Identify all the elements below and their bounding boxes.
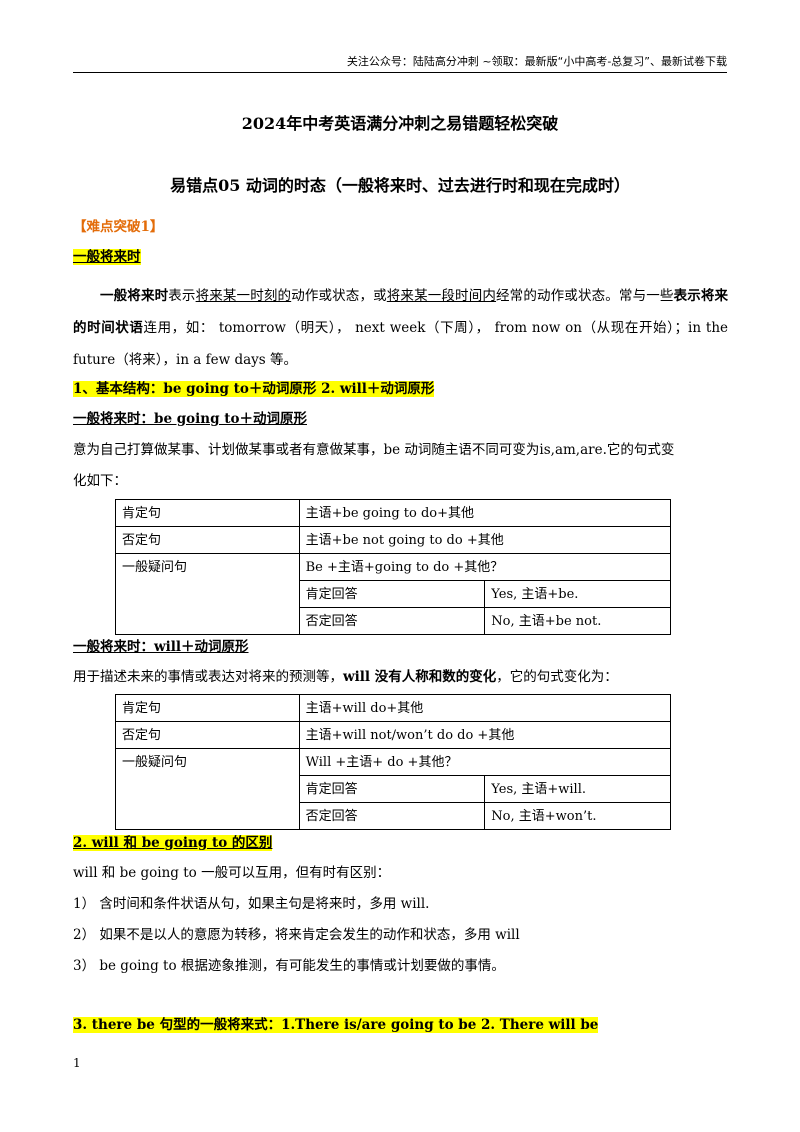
intro-term-2: 表示将来的时间状语 (73, 288, 729, 336)
answer-value: No, 主语+won’t. (484, 802, 671, 830)
row-label: 否定句 (115, 526, 300, 554)
diff-line-2: 2） 如果不是以人的意愿为转移，将来肯定会发生的动作和状态，多用 will (73, 927, 520, 943)
will-desc: 用于描述未来的事情或表达对将来的预测等，will 没有人称和数的变化，它的句式变… (73, 668, 728, 686)
answer-label: 肯定回答 (298, 775, 486, 803)
row-label: 一般疑问句 (115, 553, 300, 635)
row-label: 肯定句 (115, 694, 300, 722)
will-desc-b: will 没有人称和数的变化 (343, 669, 497, 685)
doc-title: 2024年中考英语满分冲刺之易错题轻松突破 (241, 114, 559, 133)
table-row: 否定回答 No, 主语+be not. (116, 607, 671, 635)
going-to-heading: 一般将来时：be going to＋动词原形 (73, 410, 728, 428)
table-row: 一般疑问句 Will +主语+ do +其他？ (115, 748, 672, 830)
row-value: 主语+be not going to do +其他 (298, 526, 672, 554)
diff-line-3: 3） be going to 根据迹象推测，有可能发生的事情或计划要做的事情。 (73, 958, 505, 974)
table-row: 否定句 主语+be not going to do +其他 (115, 526, 672, 554)
section-tag-text: 【难点突破1】 (73, 219, 164, 235)
table-row: 否定句 主语+will not/won’t do do +其他 (115, 721, 672, 749)
diff-line-1: 1） 含时间和条件状语从句，如果主句是将来时，多用 will. (73, 896, 430, 912)
intro-text-2: 动作或状态，或 (291, 288, 387, 304)
will-heading-text: 一般将来时：will＋动词原形 (73, 639, 249, 655)
diff-heading: 2. will 和 be going to 的区别 (73, 834, 728, 852)
going-to-heading-text: 一般将来时：be going to＋动词原形 (73, 411, 307, 427)
row-value: 主语+will not/won’t do do +其他 (298, 721, 672, 749)
row-value: Be +主语+going to do +其他？ (298, 553, 672, 581)
there-be-heading-text: 3. there be 句型的一般将来式：1.There is/are goin… (73, 1017, 599, 1033)
diff-heading-text: 2. will 和 be going to 的区别 (73, 835, 273, 851)
row-label: 否定句 (115, 721, 300, 749)
page-header: 关注公众号：陆陆高分冲刺 ~领取：最新版“小中高考-总复习”、最新试卷下载 (73, 52, 727, 73)
basic-structure-text: 1、基本结构：be going to＋动词原形 2. will＋动词原形 (73, 381, 435, 397)
intro-text-1: 表示 (168, 288, 196, 304)
there-be-heading: 3. there be 句型的一般将来式：1.There is/are goin… (73, 1016, 728, 1034)
intro-underline-2: 将来某一段时间内 (386, 288, 497, 304)
answer-label: 肯定回答 (298, 580, 486, 608)
table-row: 肯定句 主语+be going to do+其他 (115, 499, 672, 527)
table-row: 一般疑问句 Be +主语+going to do +其他？ (115, 553, 672, 635)
section-heading-text: 一般将来时 (73, 249, 141, 265)
answer-value: Yes, 主语+will. (484, 775, 671, 803)
answer-label: 否定回答 (298, 607, 486, 635)
row-label: 一般疑问句 (115, 748, 300, 830)
basic-structure: 1、基本结构：be going to＋动词原形 2. will＋动词原形 (73, 380, 728, 398)
going-to-desc-2: 化如下： (73, 473, 127, 489)
table-row: 肯定句 主语+will do+其他 (115, 694, 672, 722)
answer-label: 否定回答 (298, 802, 486, 830)
intro-text-4: 连用，如： tomorrow（明天）， next week（下周）， from … (73, 320, 729, 368)
intro-paragraph: 一般将来时表示将来某一时刻的动作或状态，或将来某一段时间内经常的动作或状态。常与… (73, 280, 728, 376)
row-label: 肯定句 (115, 499, 300, 527)
table-row: 肯定回答 Yes, 主语+will. (116, 775, 671, 803)
table-row: 否定回答 No, 主语+won’t. (116, 802, 671, 830)
intro-text-3: 经常的动作或状态。常与一些 (496, 288, 674, 304)
will-table: 肯定句 主语+will do+其他 否定句 主语+will not/won’t … (115, 694, 672, 830)
will-heading: 一般将来时：will＋动词原形 (73, 638, 728, 656)
section-tag: 【难点突破1】 (73, 218, 728, 236)
answer-value: No, 主语+be not. (484, 607, 671, 635)
will-desc-c: ，它的句式变化为： (496, 669, 618, 685)
going-to-table: 肯定句 主语+be going to do+其他 否定句 主语+be not g… (115, 499, 672, 635)
going-to-desc-1: 意为自己打算做某事、计划做某事或者有意做某事，be 动词随主语不同可变为is,a… (73, 442, 675, 458)
intro-term: 一般将来时 (100, 288, 169, 304)
answer-value: Yes, 主语+be. (484, 580, 671, 608)
row-value: Will +主语+ do +其他？ (298, 748, 672, 776)
will-desc-a: 用于描述未来的事情或表达对将来的预测等， (73, 669, 343, 685)
row-value: 主语+will do+其他 (298, 694, 672, 722)
diff-line-0: will 和 be going to 一般可以互用，但有时有区别： (73, 865, 391, 881)
page-number: 1 (73, 1056, 81, 1070)
row-value: 主语+be going to do+其他 (298, 499, 672, 527)
intro-underline-1: 将来某一时刻的 (195, 288, 292, 304)
section-heading: 一般将来时 (73, 248, 728, 266)
doc-subtitle: 易错点05 动词的时态（一般将来时、过去进行时和现在完成时） (170, 176, 630, 195)
